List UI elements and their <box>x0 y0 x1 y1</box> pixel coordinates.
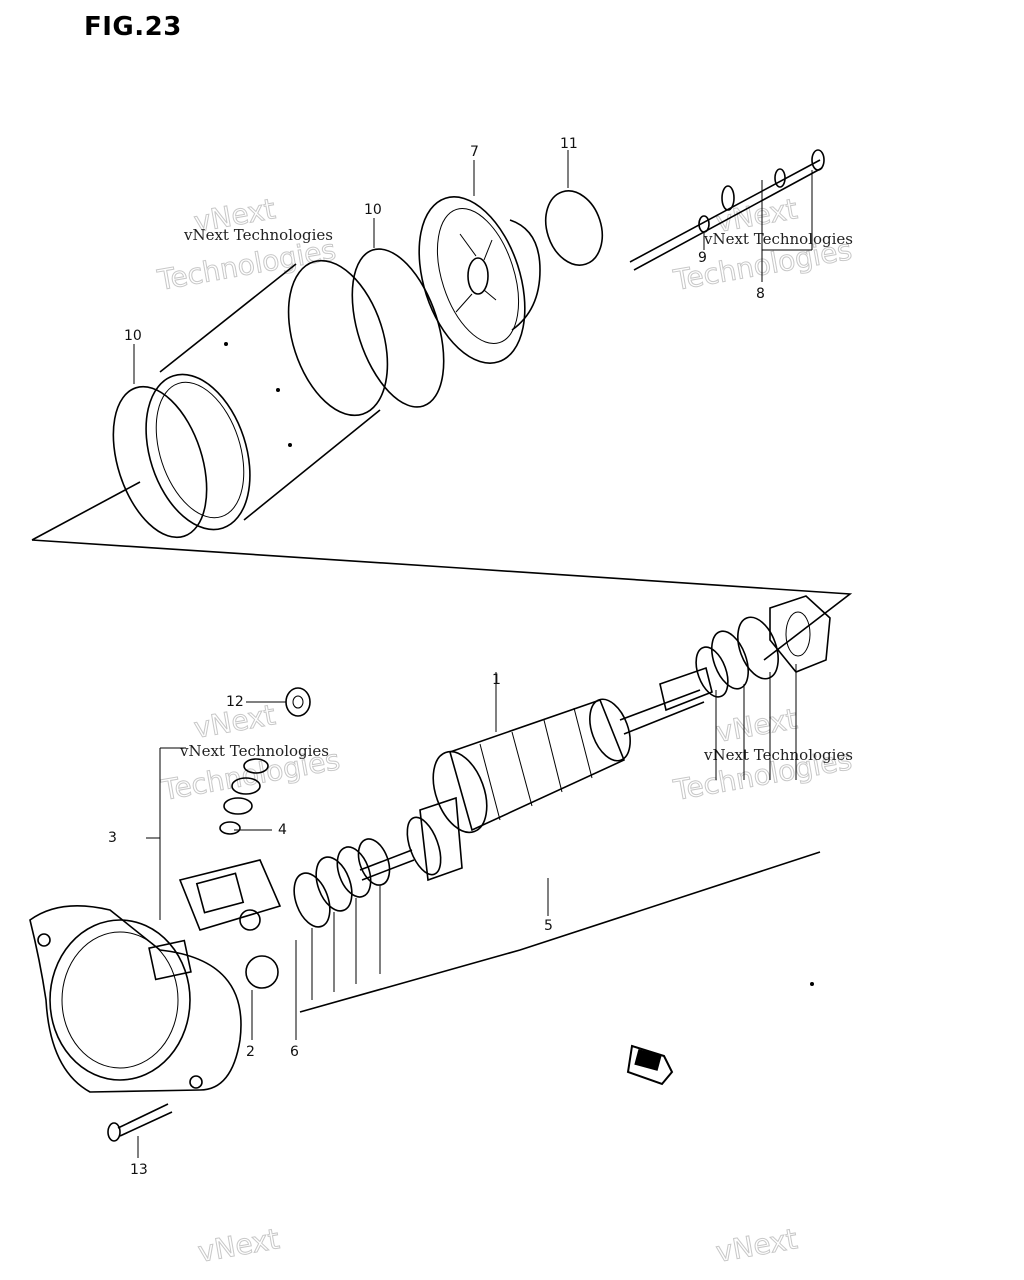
callout-2: 2 <box>246 1044 255 1060</box>
washer-9 <box>721 185 735 211</box>
watermark-group-mid-right: vNext Technologies vNext Technologies <box>670 702 855 808</box>
assembly-box-bottom <box>299 851 821 1013</box>
watermark-brand: vNext <box>713 1222 799 1269</box>
armature <box>359 666 713 882</box>
through-bolt <box>629 149 825 271</box>
washer-stack-right <box>695 595 831 698</box>
front-arrow-icon <box>626 1044 674 1086</box>
mating-plane-edge <box>31 481 141 541</box>
mating-plane-line <box>31 539 853 661</box>
watermark-brand: vNext <box>713 702 799 749</box>
callout-4: 4 <box>278 822 287 838</box>
mounting-screw <box>107 1103 173 1142</box>
callout-5: 5 <box>544 918 553 934</box>
callout-10-left: 10 <box>124 328 142 344</box>
watermark-brand: vNext <box>195 1222 281 1269</box>
callout-12: 12 <box>226 694 244 710</box>
callout-7: 7 <box>470 144 479 160</box>
figure-title: FIG.23 <box>84 12 182 42</box>
callout-3: 3 <box>108 830 117 846</box>
leader-lines-lower <box>137 664 797 1158</box>
o-ring-middle <box>351 248 445 408</box>
leader-lines-upper <box>133 150 813 384</box>
watermark-group-top-left: vNext Technologies vNext Technologies <box>154 192 339 298</box>
callout-1: 1 <box>492 672 501 688</box>
washer-stack-left <box>293 838 391 928</box>
callout-labels: 7 11 10 10 9 8 1 12 3 4 5 2 6 13 <box>108 136 765 1178</box>
o-ring-left <box>112 385 208 539</box>
callout-11: 11 <box>560 136 578 152</box>
watermark-line: vNext Technologies <box>703 230 853 248</box>
callout-13: 13 <box>130 1162 148 1178</box>
front-housing <box>29 905 242 1093</box>
stray-dot <box>810 982 814 986</box>
yoke-housing <box>145 259 389 531</box>
callout-10-mid: 10 <box>364 202 382 218</box>
watermark-group-mid-left: vNext Technologies vNext Technologies <box>158 698 343 808</box>
callout-6: 6 <box>290 1044 299 1060</box>
watermark-line: vNext Technologies <box>183 226 333 244</box>
watermark-line: vNext Technologies <box>703 746 853 764</box>
o-ring-small <box>544 190 604 266</box>
end-cover <box>418 196 541 364</box>
callout-8: 8 <box>756 286 765 302</box>
watermark-line: vNext Technologies <box>179 742 329 760</box>
callout-9: 9 <box>698 250 707 266</box>
watermark-group-bottom: vNext vNext <box>195 1222 800 1270</box>
nut-12 <box>285 687 311 717</box>
